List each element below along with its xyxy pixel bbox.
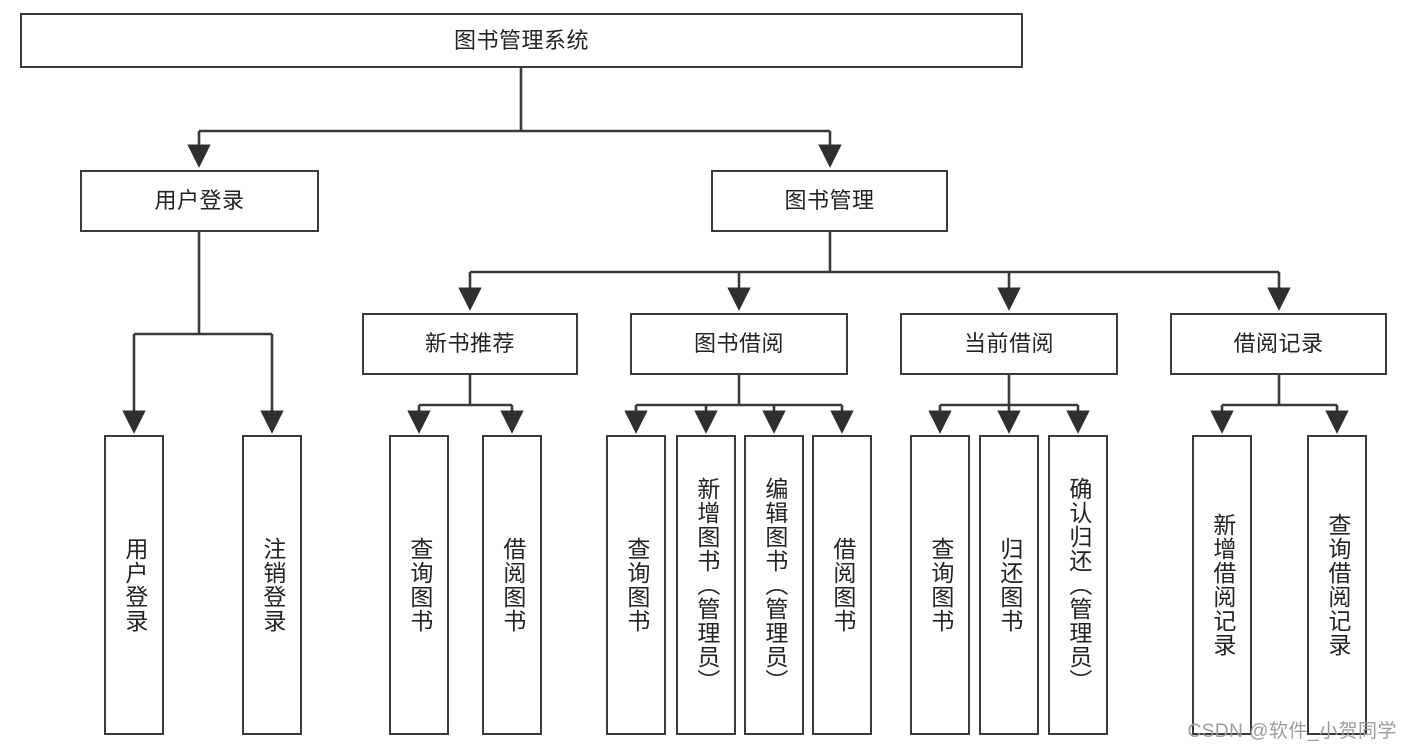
node-book-manage-label: 图书管理 [784,188,875,214]
node-book-manage[interactable]: 图书管理 [711,170,948,232]
leaf-user-login-1-label: 用户登录 [121,537,148,633]
node-book-borrow-label: 图书借阅 [693,331,784,357]
node-user-login-label: 用户登录 [154,188,245,214]
leaf-borrow-record-2[interactable]: 查询借阅记录 [1307,435,1367,735]
leaf-book-borrow-3[interactable]: 编辑图书（管理员） [744,435,804,735]
leaf-borrow-record-2-label: 查询借阅记录 [1324,513,1351,657]
leaf-book-borrow-4[interactable]: 借阅图书 [812,435,872,735]
leaf-new-book-1-label: 查询图书 [406,537,433,633]
leaf-current-borrow-3[interactable]: 确认归还（管理员） [1048,435,1108,735]
node-root-label: 图书管理系统 [453,27,589,53]
leaf-user-login-1[interactable]: 用户登录 [104,435,164,735]
leaf-new-book-1[interactable]: 查询图书 [389,435,449,735]
node-current-borrow[interactable]: 当前借阅 [900,313,1118,375]
leaf-current-borrow-2-label: 归还图书 [996,537,1023,633]
leaf-current-borrow-1[interactable]: 查询图书 [910,435,970,735]
leaf-new-book-2-label: 借阅图书 [499,537,526,633]
leaf-book-borrow-1[interactable]: 查询图书 [606,435,666,735]
leaf-user-login-2-label: 注销登录 [259,537,286,633]
node-borrow-record[interactable]: 借阅记录 [1170,313,1387,375]
leaf-book-borrow-3-label: 编辑图书（管理员） [761,477,788,693]
leaf-borrow-record-1[interactable]: 新增借阅记录 [1192,435,1252,735]
leaf-borrow-record-1-label: 新增借阅记录 [1209,513,1236,657]
node-borrow-record-label: 借阅记录 [1233,331,1324,357]
node-root[interactable]: 图书管理系统 [20,13,1023,68]
node-user-login[interactable]: 用户登录 [80,170,319,232]
watermark-text: CSDN @软件_小贺同学 [1187,721,1397,742]
leaf-current-borrow-3-label: 确认归还（管理员） [1065,477,1092,693]
leaf-user-login-2[interactable]: 注销登录 [242,435,302,735]
leaf-book-borrow-1-label: 查询图书 [623,537,650,633]
node-current-borrow-label: 当前借阅 [963,331,1054,357]
node-book-borrow[interactable]: 图书借阅 [630,313,848,375]
leaf-new-book-2[interactable]: 借阅图书 [482,435,542,735]
node-new-book-recommend-label: 新书推荐 [424,331,515,357]
node-new-book-recommend[interactable]: 新书推荐 [362,313,578,375]
leaf-book-borrow-2-label: 新增图书（管理员） [693,477,720,693]
leaf-book-borrow-2[interactable]: 新增图书（管理员） [676,435,736,735]
leaf-book-borrow-4-label: 借阅图书 [829,537,856,633]
leaf-current-borrow-1-label: 查询图书 [927,537,954,633]
leaf-current-borrow-2[interactable]: 归还图书 [979,435,1039,735]
